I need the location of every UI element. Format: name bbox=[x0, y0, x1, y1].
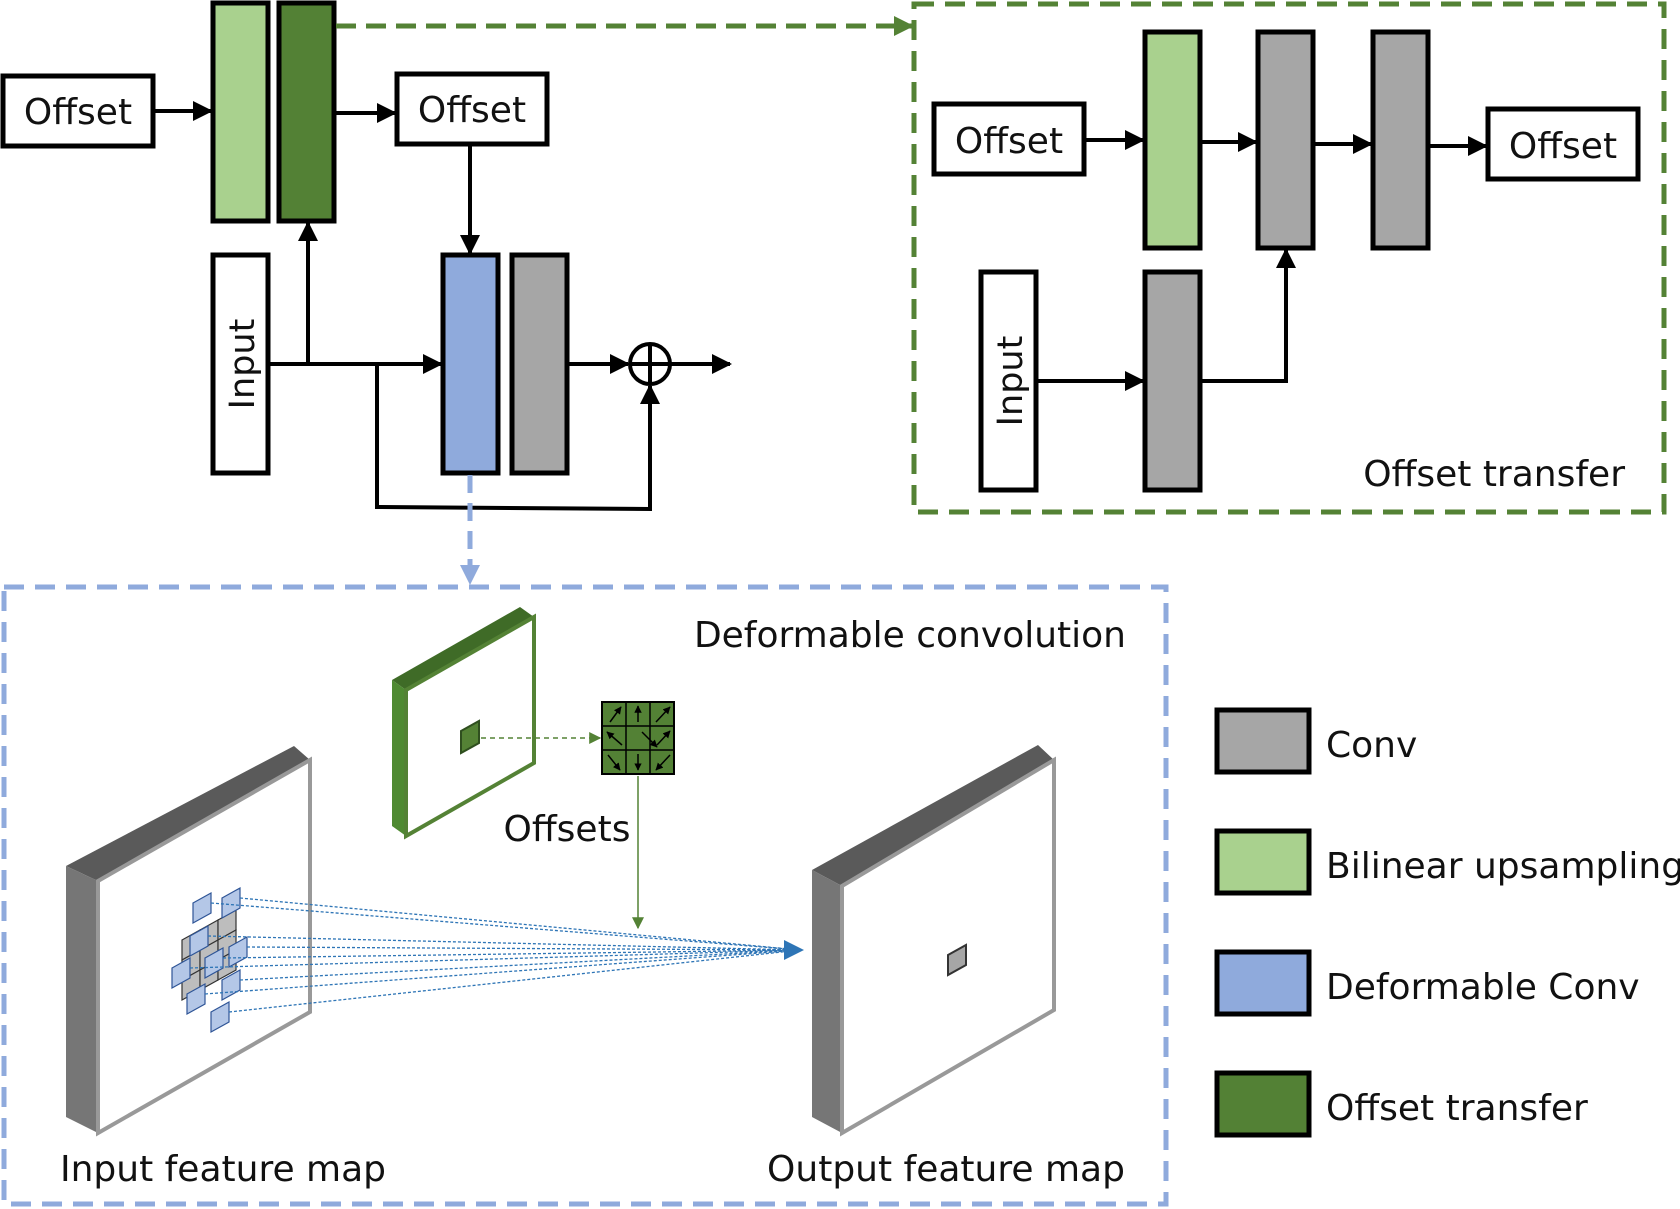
main-offset-input-box bbox=[0, 73, 156, 149]
deformable-convolution-title: Deformable convolution bbox=[694, 615, 1126, 656]
legend: Conv Bilinear upsampling Deformable Conv… bbox=[1214, 707, 1680, 1138]
sampling-lines bbox=[189, 897, 801, 1013]
deformed-sample-points bbox=[171, 886, 248, 1034]
panel-conv-block-input bbox=[1142, 269, 1203, 493]
main-conv-block bbox=[509, 252, 570, 476]
legend-label-deformable-conv: Deformable Conv bbox=[1326, 967, 1640, 1008]
output-feature-map-label: Output feature map bbox=[767, 1149, 1125, 1190]
panel-input-label: Input bbox=[991, 336, 1031, 427]
panel-offset-output-box bbox=[1485, 106, 1641, 182]
legend-label-conv: Conv bbox=[1326, 725, 1417, 766]
main-input-box bbox=[210, 252, 271, 476]
circle-plus-icon bbox=[628, 342, 672, 386]
main-offset-transfer-block bbox=[276, 0, 337, 224]
panel-bilinear-upsampling-block bbox=[1142, 29, 1203, 251]
legend-swatch-conv bbox=[1214, 707, 1312, 775]
offset-transfer-panel: Offset Offset Input Offset transfer bbox=[911, 1, 1667, 515]
offset-field-cell bbox=[460, 719, 480, 755]
legend-item-bilinear-upsampling: Bilinear upsampling bbox=[1214, 828, 1680, 896]
input-feature-map-label: Input feature map bbox=[60, 1149, 386, 1190]
offsets-grid bbox=[601, 701, 675, 775]
deformable-convolution-frame bbox=[1, 584, 1169, 1207]
panel-offset-input-box bbox=[931, 101, 1087, 177]
output-feature-cell bbox=[947, 943, 967, 977]
panel-conv-block-1 bbox=[1255, 29, 1316, 251]
legend-label-offset-transfer: Offset transfer bbox=[1326, 1088, 1588, 1129]
offset-transfer-panel-title: Offset transfer bbox=[1363, 454, 1625, 495]
panel-input-box bbox=[978, 269, 1039, 493]
legend-swatch-offset-transfer bbox=[1214, 1070, 1312, 1138]
skip-connection bbox=[375, 364, 660, 512]
panel-offset-input-label: Offset bbox=[955, 121, 1063, 162]
legend-label-bilinear-upsampling: Bilinear upsampling bbox=[1326, 846, 1680, 887]
main-offset-output-label: Offset bbox=[418, 90, 526, 131]
panel-arrow-conv-to-conv1 bbox=[1200, 248, 1296, 383]
offsets-label: Offsets bbox=[504, 809, 631, 850]
panel-offset-output-label: Offset bbox=[1509, 126, 1617, 167]
main-offset-input-label: Offset bbox=[24, 92, 132, 133]
main-flow: Offset Offset Input bbox=[0, 0, 914, 585]
legend-swatch-bilinear-upsampling bbox=[1214, 828, 1312, 896]
main-bilinear-upsampling-block bbox=[210, 0, 271, 224]
deformable-convolution-panel: Deformable convolution bbox=[1, 584, 1169, 1207]
offset-field-slab bbox=[392, 607, 536, 840]
main-input-label: Input bbox=[223, 319, 263, 410]
legend-item-deformable-conv: Deformable Conv bbox=[1214, 949, 1640, 1017]
legend-swatch-deformable-conv bbox=[1214, 949, 1312, 1017]
panel-conv-block-2 bbox=[1370, 29, 1431, 251]
legend-item-conv: Conv bbox=[1214, 707, 1417, 775]
main-deformable-conv-block bbox=[440, 252, 501, 476]
offset-transfer-frame bbox=[911, 1, 1667, 515]
legend-item-offset-transfer: Offset transfer bbox=[1214, 1070, 1588, 1138]
output-feature-map bbox=[812, 745, 1056, 1137]
